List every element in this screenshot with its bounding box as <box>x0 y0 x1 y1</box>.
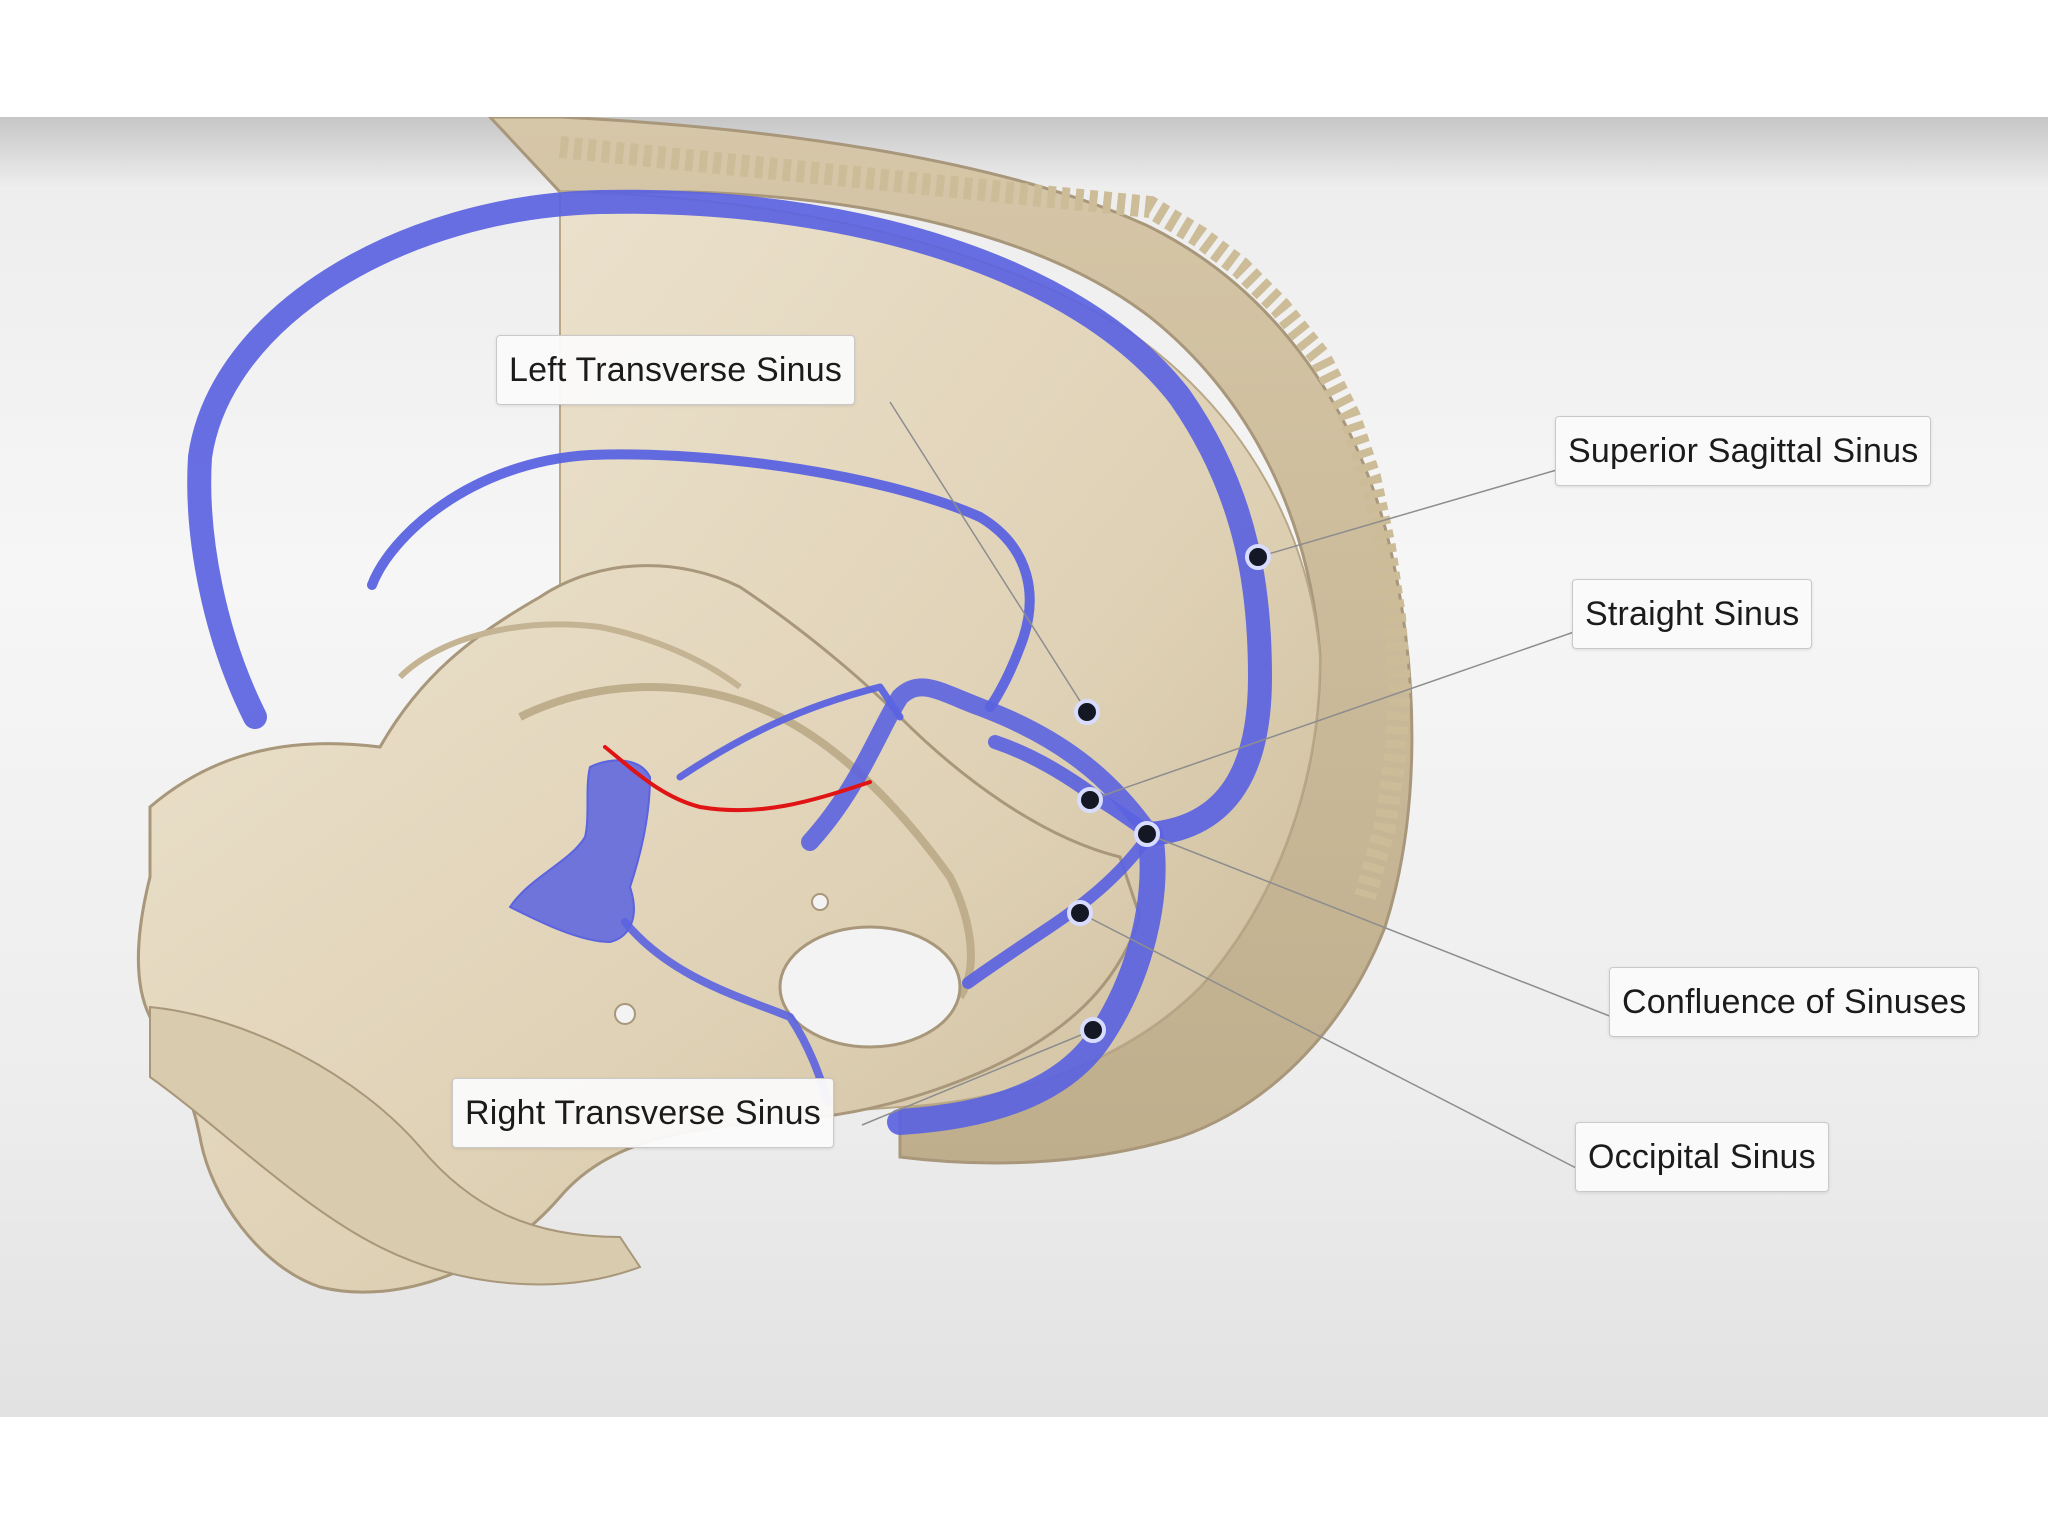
foramen <box>811 893 829 911</box>
marker-straight[interactable] <box>1077 787 1103 813</box>
occipital-sinus-vessel <box>962 828 1156 989</box>
petrosal-sinus-vessel <box>676 683 904 781</box>
label-superior-sagittal-sinus[interactable]: Superior Sagittal Sinus <box>1555 416 1932 486</box>
3d-viewport[interactable]: Left Transverse Sinus Superior Sagittal … <box>0 117 2048 1417</box>
leader-occipital <box>1079 912 1579 1170</box>
skull <box>137 117 1414 1294</box>
leader-superior-sagittal <box>1257 468 1561 558</box>
sphenoid-wing <box>397 621 742 690</box>
serrated-rim <box>558 136 1412 901</box>
viewport-top-shadow <box>0 117 2048 187</box>
anatomy-scene[interactable] <box>0 117 2048 1417</box>
superior-sagittal-sinus <box>187 189 1272 846</box>
marker-superior-sagittal[interactable] <box>1245 544 1271 570</box>
leader-lines <box>861 401 1613 1170</box>
label-confluence-of-sinuses[interactable]: Confluence of Sinuses <box>1609 967 1980 1037</box>
petrous-ridge <box>518 683 975 1000</box>
leader-right-transverse <box>861 1029 1094 1126</box>
skull-base <box>137 564 1142 1294</box>
label-right-transverse-sinus[interactable]: Right Transverse Sinus <box>452 1078 834 1148</box>
cranial-vault <box>487 117 1414 1165</box>
sinuses <box>187 189 1272 1135</box>
marker-left-transverse[interactable] <box>1074 699 1100 725</box>
foramen-magnum <box>778 925 962 1049</box>
marker-occipital[interactable] <box>1067 900 1093 926</box>
marker-right-transverse[interactable] <box>1080 1017 1106 1043</box>
marker-confluence[interactable] <box>1134 821 1160 847</box>
cavernous-sinus <box>509 759 651 943</box>
sigmoid-sinus-vessel <box>801 678 1159 851</box>
highlight-trace <box>603 745 872 813</box>
foramen <box>614 1003 636 1025</box>
inferior-petrosal-sinus-vessel <box>621 918 832 1106</box>
left-transverse-sinus-vessel <box>367 449 1035 712</box>
leader-straight <box>1089 631 1575 801</box>
leader-confluence <box>1146 833 1613 1018</box>
label-left-transverse-sinus[interactable]: Left Transverse Sinus <box>496 335 856 405</box>
mandible-fragment <box>149 1005 642 1286</box>
markers[interactable] <box>1067 544 1271 1043</box>
label-occipital-sinus[interactable]: Occipital Sinus <box>1575 1122 1829 1192</box>
label-straight-sinus[interactable]: Straight Sinus <box>1572 579 1813 649</box>
leader-left-transverse <box>889 401 1088 713</box>
